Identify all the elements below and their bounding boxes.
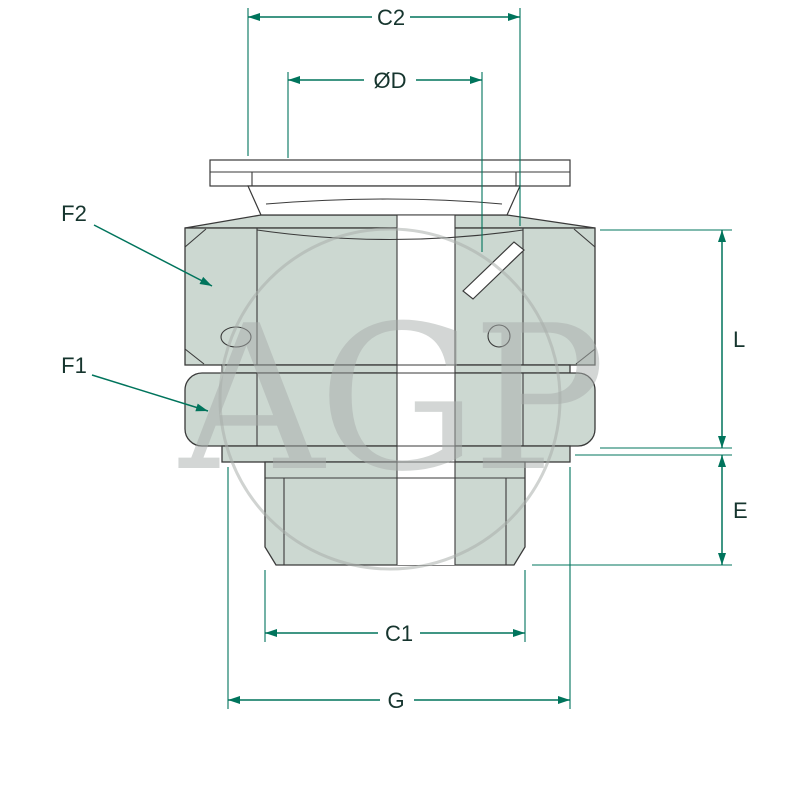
dim-label-c1: C1: [385, 621, 413, 646]
leader-f1: F1: [61, 353, 209, 412]
watermark: AGP: [178, 227, 606, 571]
center-bore: [397, 215, 455, 565]
detail-lines: [184, 171, 596, 565]
dim-label-g: G: [387, 688, 404, 713]
dim-label-f2: F2: [61, 201, 87, 226]
dim-label-f1: F1: [61, 353, 87, 378]
neck: [247, 185, 521, 216]
dim-label-l: L: [733, 327, 745, 352]
dimension-c2: C2: [247, 5, 521, 226]
dim-label-c2: C2: [377, 5, 405, 30]
dimension-d: ØD: [287, 68, 483, 252]
leader-f2: F2: [61, 201, 213, 287]
dimensions: C2 ØD L E C1: [61, 5, 748, 713]
watermark-text: AGP: [178, 283, 601, 516]
dim-label-e: E: [733, 498, 748, 523]
watermark-circle: [218, 227, 562, 571]
right-chamfer-circle: [487, 324, 511, 348]
dimension-e: E: [532, 454, 748, 566]
dimension-g: G: [227, 467, 571, 713]
hex-top-face: [184, 214, 596, 229]
dim-label-d: ØD: [374, 68, 407, 93]
dimension-c1: C1: [264, 570, 526, 646]
thread-relief-detail: [462, 241, 525, 300]
dimension-l: L: [600, 229, 745, 449]
